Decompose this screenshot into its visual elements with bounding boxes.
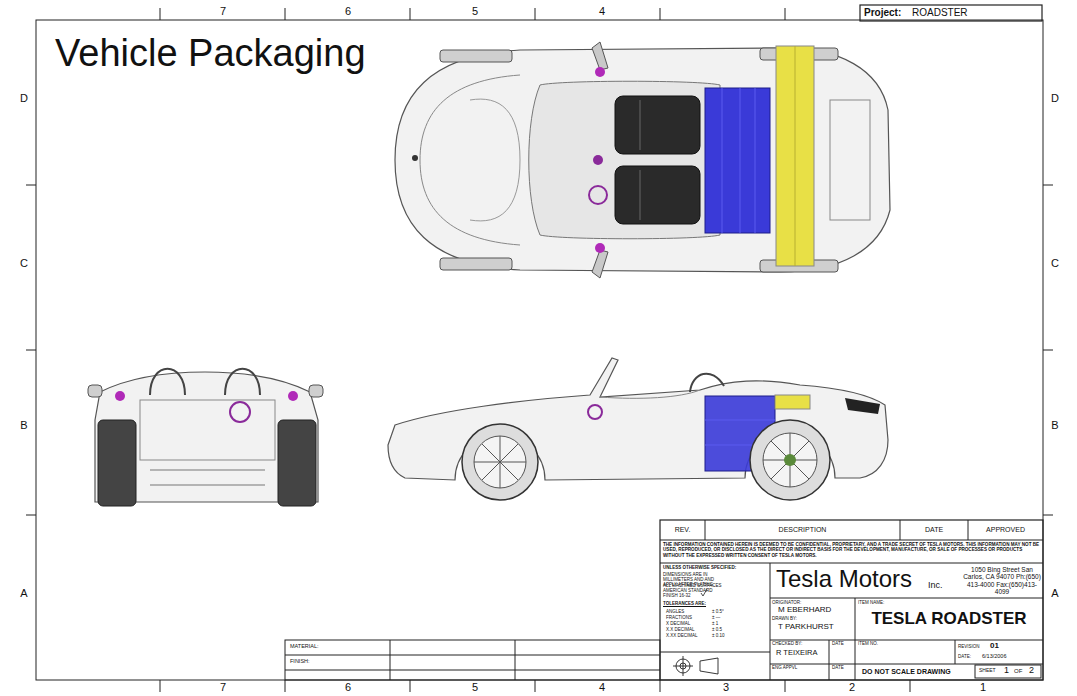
spec-note: ALL MACHINED SURFACES AMERICAN STANDARD … <box>663 583 725 599</box>
confidential-note: THE INFORMATION CONTAINED HEREIN IS DEEM… <box>663 542 1040 558</box>
field-caption: SHEET <box>979 668 996 674</box>
zone-number: 6 <box>338 5 358 18</box>
field-value: 01 <box>990 641 999 650</box>
tolerance-heading: TOLERANCES ARE: <box>663 601 706 606</box>
field-value: R TEIXEIRA <box>776 649 818 658</box>
zone-number: 4 <box>592 681 612 694</box>
field-caption: DATE <box>832 665 844 670</box>
zone-letter: C <box>1045 257 1065 270</box>
zone-number: 3 <box>716 681 736 694</box>
project-label: Project: <box>864 7 901 19</box>
zone-letter: A <box>1045 587 1065 600</box>
company-name: Tesla Motors <box>776 565 912 593</box>
item-name: TESLA ROADSTER <box>855 609 1043 629</box>
field-caption: DATE <box>832 641 844 646</box>
zone-ticks <box>26 8 1053 692</box>
material-block <box>285 640 660 680</box>
table-header: DATE <box>900 526 968 534</box>
tolerance-name: FRACTIONS <box>666 615 692 620</box>
zone-number: 2 <box>842 681 862 694</box>
project-name: ROADSTER <box>912 7 968 19</box>
tolerance-name: ANGLES <box>666 609 684 614</box>
zone-letter: B <box>14 419 34 432</box>
zone-letter: D <box>14 92 34 105</box>
zone-number: 5 <box>465 681 485 694</box>
front-view <box>88 369 323 506</box>
field-caption: ITEM NO. <box>858 641 878 646</box>
field-caption: ORIGINATOR: <box>772 600 801 605</box>
field-value: 6/13/2006 <box>982 653 1006 659</box>
tolerance-name: X DECIMAL <box>666 621 690 626</box>
top-view <box>395 42 890 278</box>
project-box <box>860 5 1042 21</box>
field-caption: ENG APPVL <box>772 665 797 670</box>
company-address: 1050 Bing Street San Carlos, CA 94070 Ph… <box>962 566 1042 596</box>
side-view <box>388 358 888 500</box>
field-caption: ITEM NAME: <box>858 600 884 605</box>
field-caption: REVISION <box>958 644 980 649</box>
tolerance-value: ± 0.5 <box>712 627 722 632</box>
zone-number: 7 <box>213 681 233 694</box>
sheet-frame <box>36 20 1043 680</box>
page-title: Vehicle Packaging <box>55 33 366 75</box>
field-caption: OF <box>1014 668 1022 675</box>
table-header: REV. <box>660 526 705 534</box>
scale-note: DO NOT SCALE DRAWING <box>862 668 951 676</box>
spec-note: UNLESS OTHERWISE SPECIFIED: <box>663 565 768 570</box>
zone-letter: A <box>14 587 34 600</box>
tolerance-value: ± 0.5° <box>712 609 724 614</box>
title-block-grid <box>660 520 1043 680</box>
zone-letter: D <box>1045 92 1065 105</box>
field-value: 2 <box>1029 665 1034 675</box>
zone-number: 5 <box>465 5 485 18</box>
tolerance-value: ± 0.10 <box>712 633 724 638</box>
field-caption: DRAWN BY: <box>772 616 797 621</box>
company-suffix: Inc. <box>928 580 943 590</box>
field-value: M EBERHARD <box>778 605 831 614</box>
table-header: DESCRIPTION <box>705 526 900 534</box>
field-caption: MATERIAL: <box>290 643 319 649</box>
zone-number: 4 <box>592 5 612 18</box>
tolerance-value: ± 1 <box>712 621 718 626</box>
zone-number: 6 <box>338 681 358 694</box>
field-caption: FINISH: <box>290 658 310 664</box>
tolerance-value: ± — <box>712 615 720 620</box>
field-caption: CHECKED BY: <box>772 641 802 646</box>
field-caption: DATE: <box>958 654 971 659</box>
field-value: 1 <box>1004 665 1009 675</box>
tolerance-name: X.XX DECIMAL <box>666 633 698 638</box>
tolerance-name: X.X DECIMAL <box>666 627 695 632</box>
projection-symbol <box>673 656 718 676</box>
zone-letter: C <box>14 257 34 270</box>
zone-letter: B <box>1045 419 1065 432</box>
table-header: APPROVED <box>968 526 1043 534</box>
field-value: T PARKHURST <box>778 622 834 631</box>
zone-number: 7 <box>213 5 233 18</box>
zone-number: 1 <box>973 681 993 694</box>
